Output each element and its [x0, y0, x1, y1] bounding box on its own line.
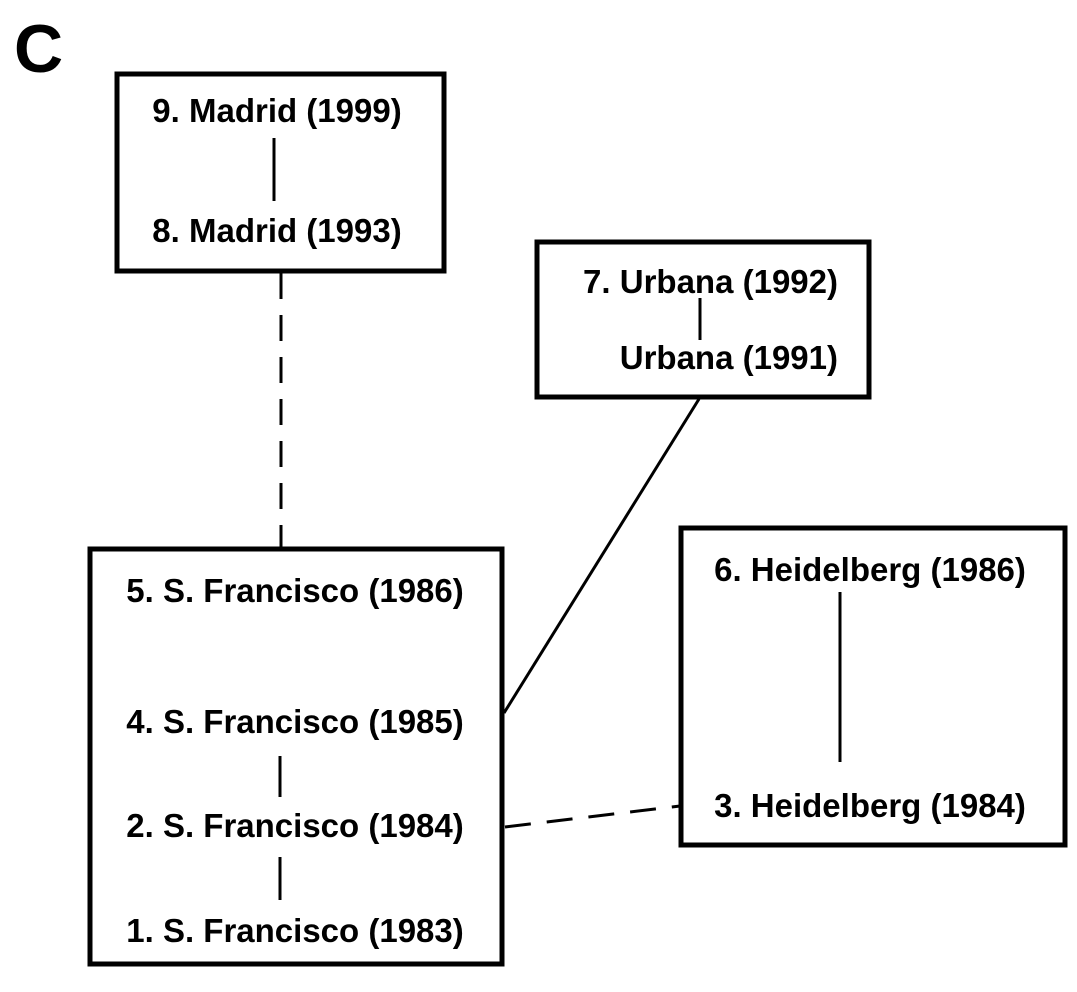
- node-heidelberg-1986: 6. Heidelberg (1986): [714, 551, 1026, 588]
- node-madrid-1999: 9. Madrid (1999): [152, 92, 401, 129]
- box-san-francisco-frame: [87, 546, 505, 967]
- node-urbana-1991: Urbana (1991): [620, 339, 838, 376]
- panel-letter: C: [14, 11, 63, 87]
- node-heidelberg-1984: 3. Heidelberg (1984): [714, 787, 1026, 824]
- link-sf-to-heidelberg: [504, 804, 681, 829]
- node-sf-1984: 2. S. Francisco (1984): [126, 807, 464, 844]
- node-madrid-1993: 8. Madrid (1993): [152, 212, 401, 249]
- box-heidelberg-frame: [678, 525, 1068, 848]
- link-urbana-to-sf: [502, 398, 701, 714]
- box-heidelberg: 6. Heidelberg (1986) 3. Heidelberg (1984…: [678, 525, 1068, 848]
- node-sf-1986: 5. S. Francisco (1986): [126, 572, 464, 609]
- box-urbana-frame: [534, 239, 872, 400]
- node-sf-1985: 4. S. Francisco (1985): [126, 703, 464, 740]
- box-san-francisco: 5. S. Francisco (1986) 4. S. Francisco (…: [87, 546, 505, 967]
- node-urbana-1992: 7. Urbana (1992): [583, 263, 838, 300]
- node-sf-1983: 1. S. Francisco (1983): [126, 912, 464, 949]
- box-madrid-frame: [114, 71, 447, 274]
- box-madrid: 9. Madrid (1999) 8. Madrid (1993): [114, 71, 447, 274]
- box-urbana: 7. Urbana (1992) Urbana (1991): [534, 239, 872, 400]
